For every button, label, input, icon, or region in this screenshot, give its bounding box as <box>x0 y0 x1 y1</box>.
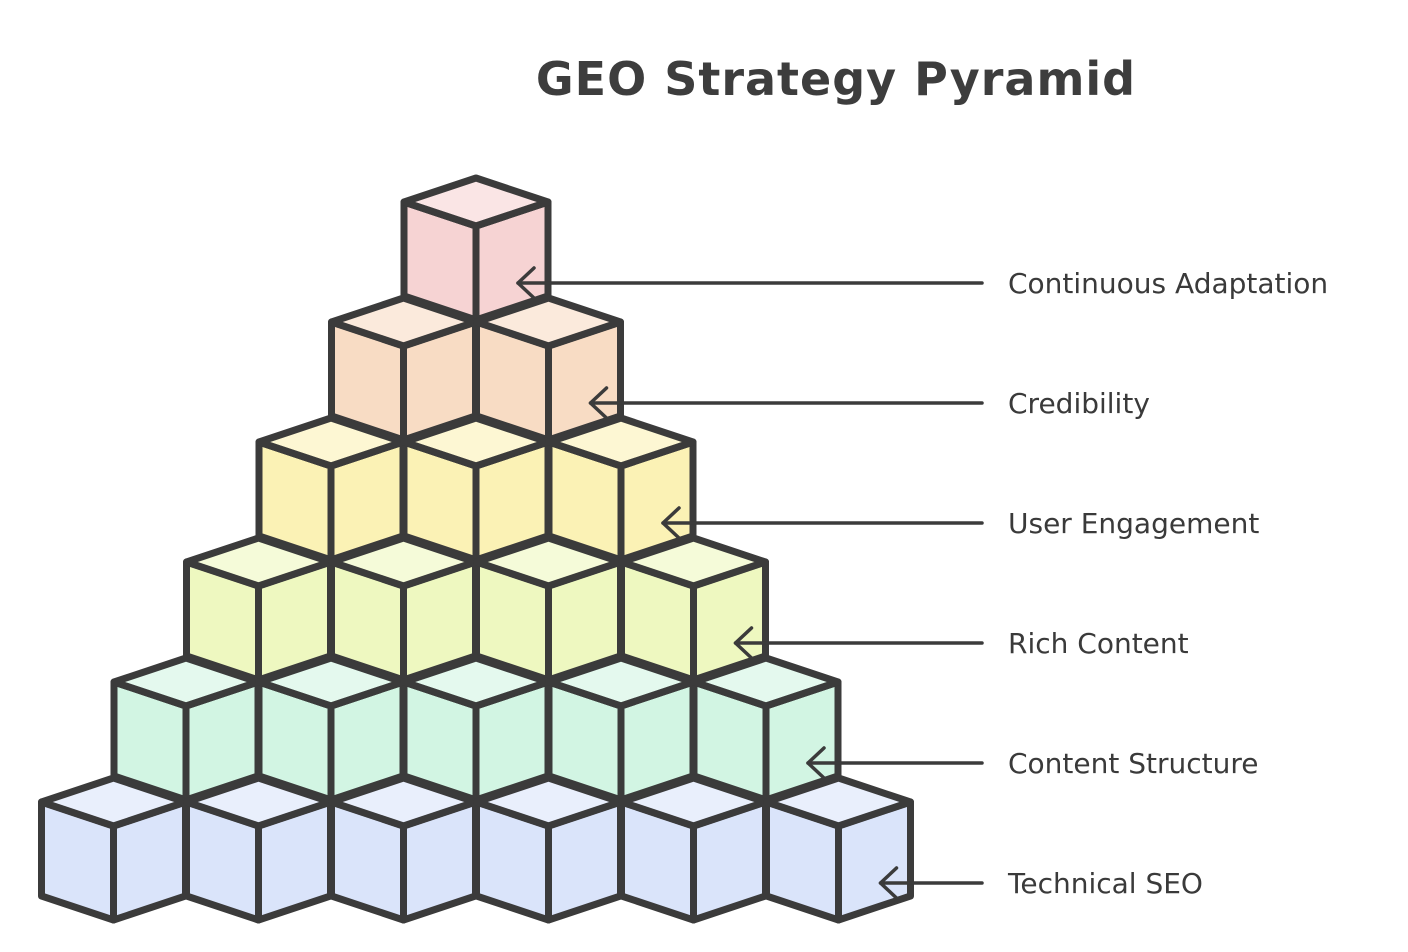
level-label: User Engagement <box>1008 507 1259 540</box>
pyramid-level-6 <box>42 778 911 920</box>
level-label: Technical SEO <box>1007 867 1203 900</box>
cube <box>549 658 693 800</box>
label-arrow <box>591 388 983 418</box>
label-arrow <box>736 628 983 658</box>
level-label: Credibility <box>1008 387 1150 420</box>
label-arrow <box>518 268 982 298</box>
cube <box>622 778 766 920</box>
cube <box>114 658 258 800</box>
label-arrow <box>663 508 982 538</box>
pyramid-level-5 <box>114 658 838 800</box>
cube <box>404 658 548 800</box>
level-label: Content Structure <box>1008 747 1259 780</box>
cube <box>477 298 621 440</box>
cube <box>332 538 476 680</box>
cube <box>477 538 621 680</box>
cube <box>694 658 838 800</box>
cube <box>477 778 621 920</box>
cube <box>187 538 331 680</box>
cube <box>42 778 186 920</box>
pyramid-level-3 <box>259 418 693 560</box>
pyramid-level-1 <box>404 178 548 320</box>
cube <box>767 778 911 920</box>
cube <box>622 538 766 680</box>
cube <box>259 418 403 560</box>
cube <box>404 178 548 320</box>
cube <box>259 658 403 800</box>
level-label: Continuous Adaptation <box>1008 267 1328 300</box>
cube <box>332 778 476 920</box>
cube <box>404 418 548 560</box>
cube <box>332 298 476 440</box>
cube <box>549 418 693 560</box>
level-label: Rich Content <box>1008 627 1189 660</box>
cube <box>187 778 331 920</box>
